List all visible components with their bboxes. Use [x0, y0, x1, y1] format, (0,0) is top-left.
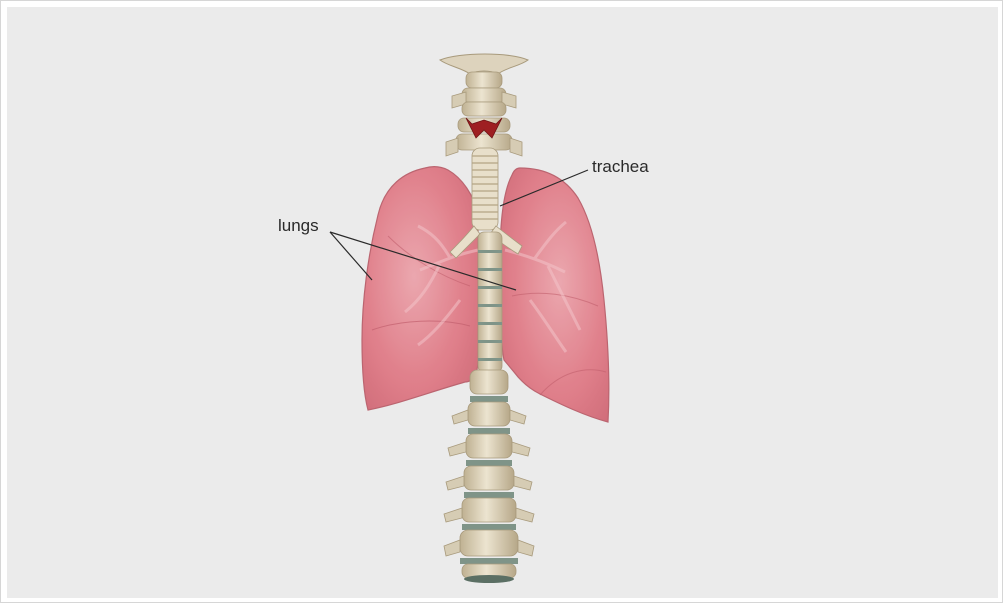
lungs-leader-line-left [330, 232, 372, 280]
trachea-label: trachea [592, 158, 649, 175]
lungs-label: lungs [278, 217, 319, 234]
cervical-spine [440, 54, 528, 156]
left-lung [362, 167, 478, 410]
right-lung [500, 168, 609, 422]
